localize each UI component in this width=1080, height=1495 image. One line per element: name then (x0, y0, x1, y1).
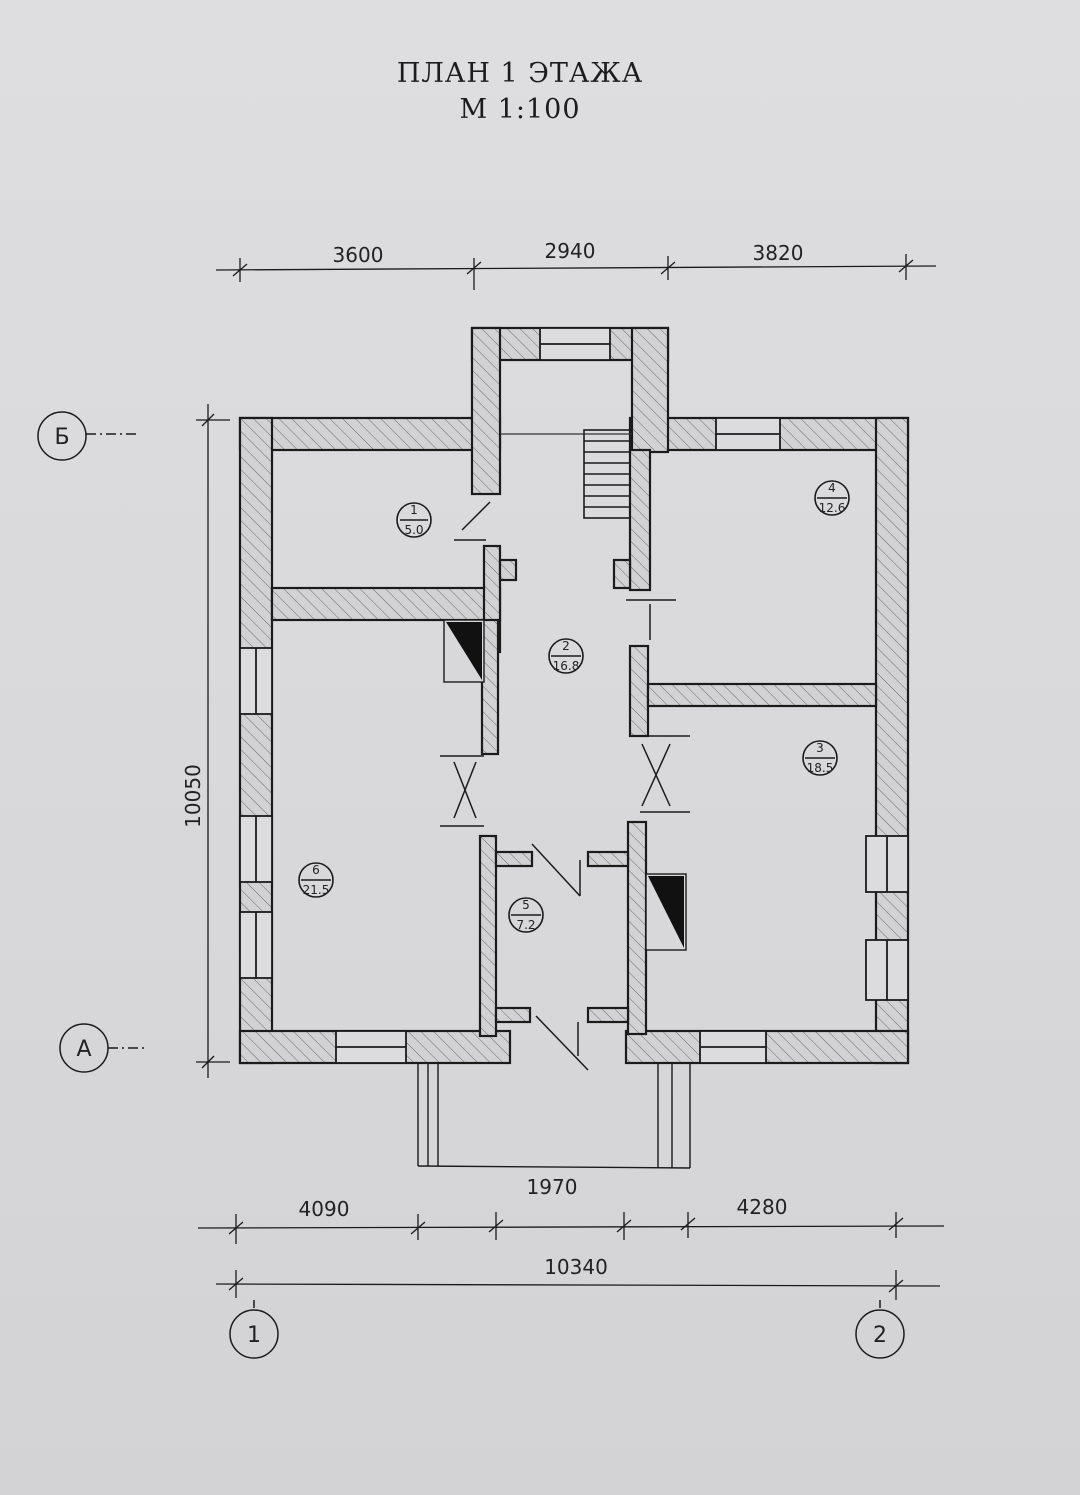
dim-line-top (215, 265, 937, 271)
wall-room1-left (478, 834, 498, 1038)
room-4-area: 12.6 (819, 501, 846, 515)
window-west-3 (239, 911, 273, 979)
dim-left: 10050 (181, 764, 205, 828)
room-label-6 (298, 862, 334, 898)
window-south-left (335, 1030, 407, 1064)
door-room5 (454, 501, 491, 541)
axis-label-B: Б (54, 425, 69, 450)
stove-lower (645, 873, 687, 951)
door-room4 (626, 599, 676, 640)
room-3-number: 3 (816, 741, 824, 755)
window-west-1 (239, 647, 273, 715)
wall-stub-d (586, 1006, 630, 1024)
wall-room5-bottom (270, 586, 502, 622)
dim-bottom-2: 1970 (527, 1175, 578, 1199)
wall-room1-right (626, 820, 648, 1036)
room-2-area: 16.8 (553, 659, 580, 673)
window-west-2 (239, 815, 273, 883)
plan-title: ПЛАН 1 ЭТАЖА (396, 58, 644, 89)
walls (238, 326, 910, 1065)
room-1-number: 5 (522, 898, 530, 912)
porch (417, 1063, 691, 1169)
wall-room4-bottom (646, 682, 878, 708)
dim-top-2: 2940 (545, 239, 596, 263)
room-label-1 (508, 897, 544, 933)
room-5-number: 1 (410, 503, 418, 517)
wall-stub-f (612, 558, 632, 590)
stove-upper (443, 619, 485, 683)
grid-axes (37, 411, 905, 1359)
room-4-number: 4 (828, 481, 836, 495)
room-label-5 (396, 502, 432, 538)
axis-marker-A (59, 1023, 148, 1073)
axis-label-A: А (76, 1037, 91, 1062)
door-entry-outer (535, 1015, 589, 1071)
wall-bump-left (470, 326, 502, 496)
axis-label-2: 2 (873, 1323, 887, 1348)
window-entry-top (539, 327, 611, 361)
room-1-area: 7.2 (516, 918, 535, 932)
wall-corridor-left-lower (480, 618, 500, 756)
wall-bump-right (630, 326, 670, 454)
room-6-area: 21.5 (303, 883, 330, 897)
staircase (583, 429, 631, 519)
room-2-number: 2 (562, 639, 570, 653)
dim-top-1: 3600 (333, 243, 384, 267)
door-entry-inner (531, 843, 581, 897)
room-labels (298, 480, 850, 933)
room-3-area: 18.5 (807, 761, 834, 775)
window-room4-north (715, 417, 781, 451)
doors (440, 501, 690, 1071)
door-room3 (634, 735, 690, 813)
room-label-4 (814, 480, 850, 516)
room-6-number: 6 (312, 863, 320, 877)
wall-corridor-right-upper (628, 448, 652, 592)
windows (239, 327, 909, 1064)
dim-top-3: 3820 (753, 241, 804, 265)
wall-corridor-right-lower (628, 644, 650, 738)
wall-south-right (624, 1029, 910, 1065)
room-label-3 (802, 740, 838, 776)
wall-stub-e (498, 558, 518, 582)
window-east-1 (865, 835, 909, 893)
dim-bottom-1: 4090 (299, 1197, 350, 1221)
dim-total: 10340 (544, 1255, 608, 1279)
room-label-2 (548, 638, 584, 674)
wall-stub-b (586, 850, 630, 868)
dimension-lines (196, 254, 945, 1300)
axis-marker-1 (229, 1300, 279, 1359)
wall-north-left (238, 416, 502, 452)
axis-marker-B (37, 411, 136, 461)
plan-scale: М 1:100 (459, 94, 581, 125)
axis-marker-2 (855, 1300, 905, 1359)
door-room6 (440, 755, 484, 827)
wall-stub-a (494, 850, 534, 868)
dim-line-bottom (197, 1225, 945, 1229)
window-south-right (699, 1030, 767, 1064)
window-east-2 (865, 939, 909, 1001)
dim-bottom-3: 4280 (737, 1195, 788, 1219)
room-5-area: 5.0 (404, 523, 423, 537)
axis-label-1: 1 (247, 1323, 261, 1348)
dim-line-total (215, 1283, 941, 1287)
wall-stub-c (494, 1006, 532, 1024)
